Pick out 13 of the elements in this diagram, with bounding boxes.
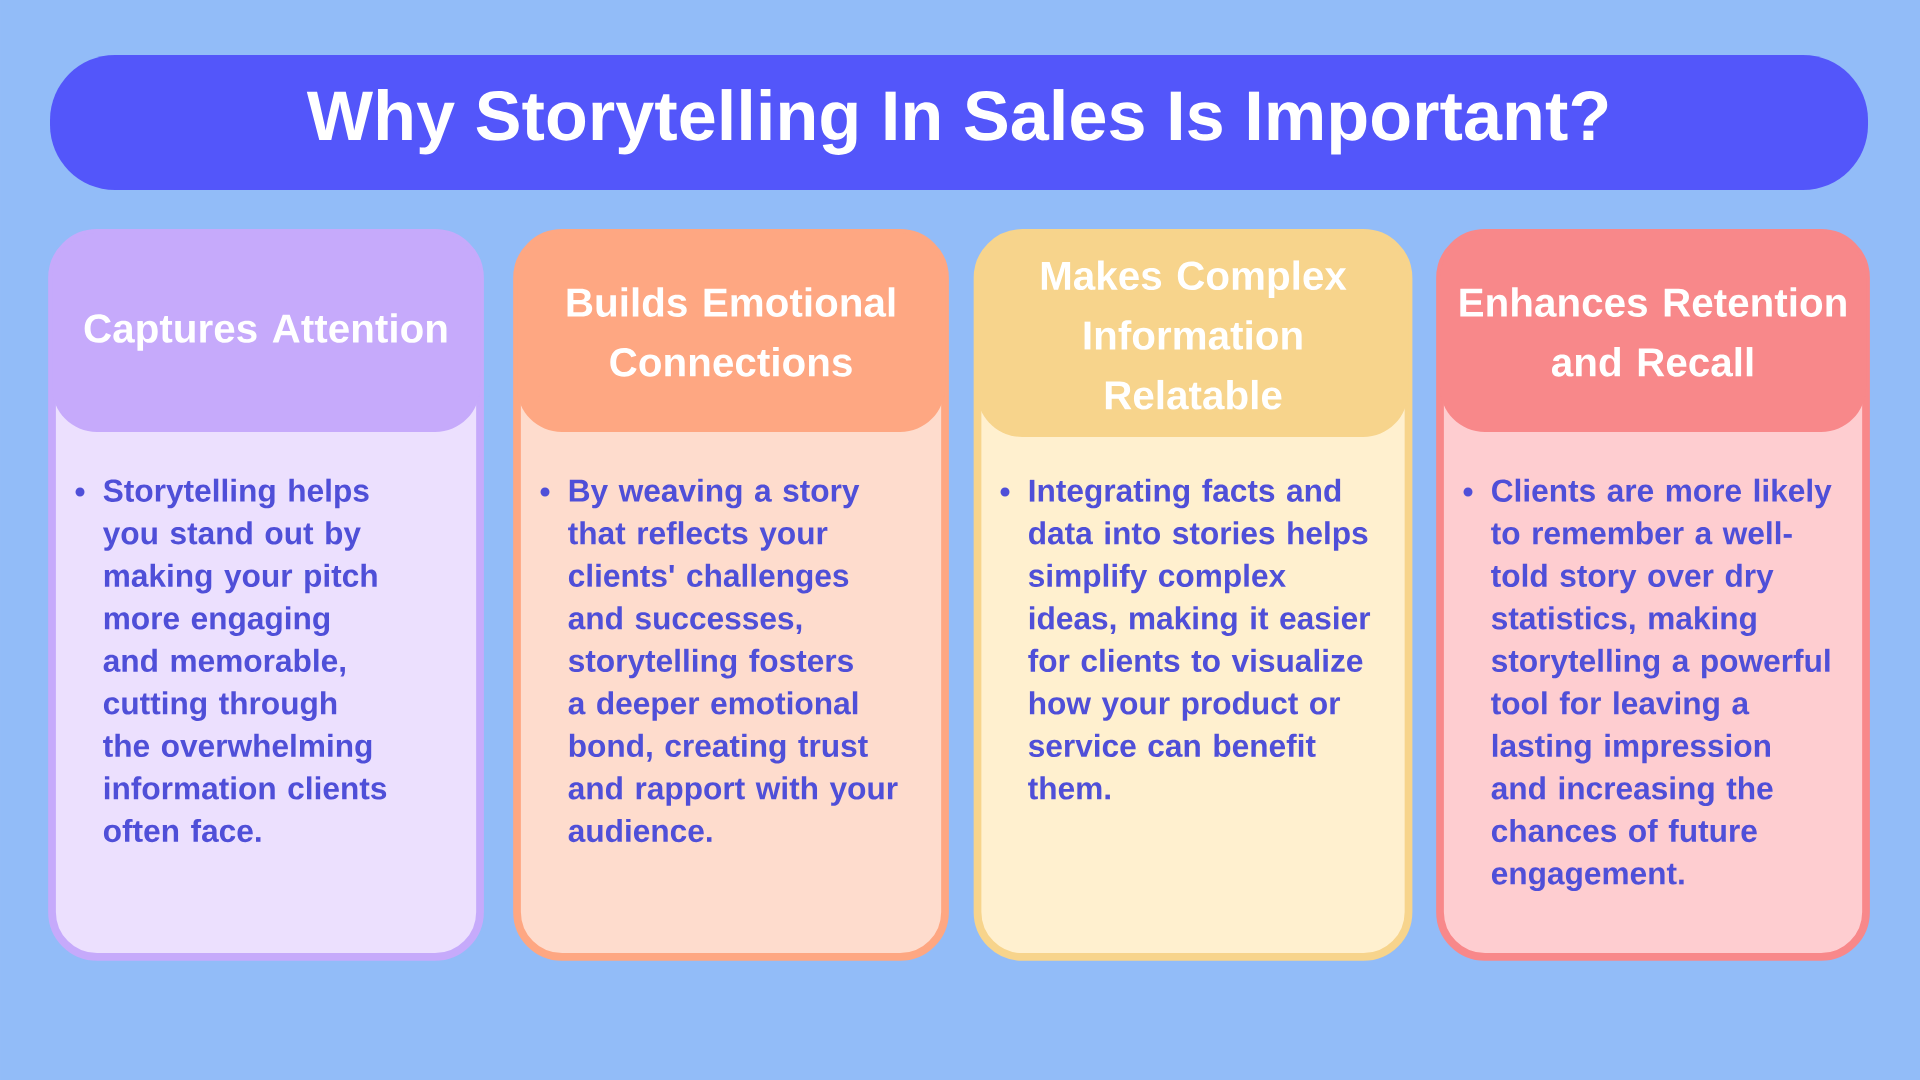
card [48,229,484,961]
card [1436,229,1870,961]
bullet-text: Clients are more likely to remember a well-told story over dry statistics, making storytelling a powerful tool for leaving a lasting impression and increasing the chances of future engagement. [1463,478,1832,892]
card-heading: Makes Complex Information Relatable [977,233,1408,437]
card-heading: Captures Attention [52,233,480,432]
card-heading: Enhances Retention and Recall [1440,233,1866,432]
bullet-text: Storytelling helps you stand out by making your pitch more engaging and memorable, cutting through the overwhelming information clients often face. [75,478,387,843]
card [513,229,949,961]
bullet-text: By weaving a story that reflects your clients' challenges and successes, storytelling fosters a deeper emotional bond, creating trust and rapport with your audience. [540,478,898,843]
bullet-text: Integrating facts and data into stories helps simplify complex ideas, making it easier for clients to visualize how your product or service can benefit them. [1000,478,1371,800]
card-heading: Builds Emotional Connections [517,233,945,432]
card [973,229,1413,961]
title-banner: Why Storytelling In Sales Is Important? [50,55,1868,190]
